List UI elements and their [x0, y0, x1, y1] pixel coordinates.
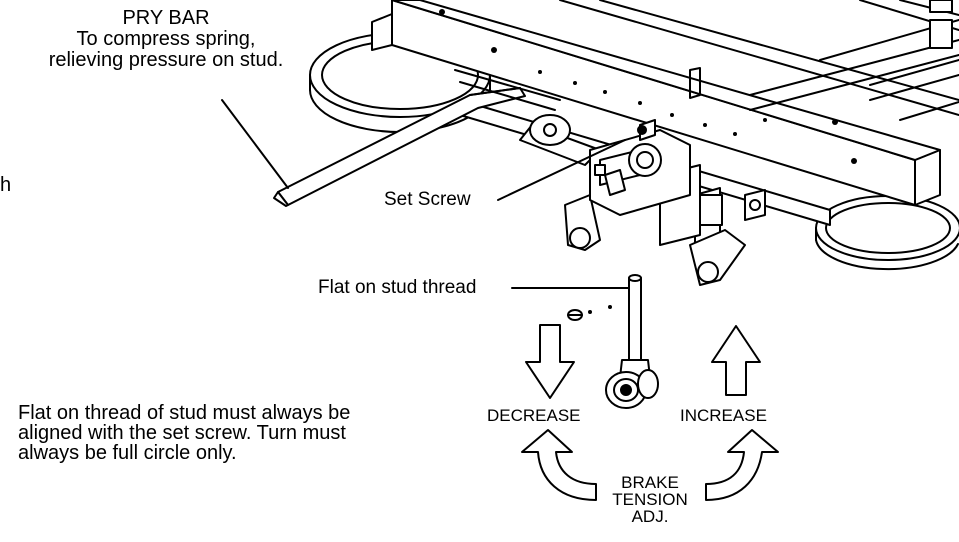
brake-mechanism — [589, 119, 691, 216]
caster-bracket-left — [519, 114, 601, 251]
note-line-3: always be full circle only. — [18, 442, 237, 464]
brake-tension-adj-label: BRAKE TENSION ADJ. — [595, 474, 705, 525]
flat-on-stud-thread-label: Flat on stud thread — [318, 277, 477, 298]
pry-bar-line1: To compress spring, — [76, 28, 256, 50]
rotate-right-arrow-icon — [705, 429, 779, 501]
caster-bracket-right — [689, 189, 766, 286]
right-bumper-ring — [815, 195, 959, 271]
set-screw-part — [567, 305, 612, 321]
set-screw-label: Set Screw — [384, 189, 471, 210]
pry-bar-title: PRY BAR — [122, 7, 210, 29]
rear-frame-rails — [559, 0, 959, 121]
decrease-arrow-icon — [525, 324, 575, 399]
pry-bar — [273, 69, 561, 207]
note-line-2: aligned with the set screw. Turn must — [18, 422, 346, 444]
note-line-1: Flat on thread of stud must always be — [18, 402, 351, 424]
leader-lines — [221, 99, 631, 289]
brake-stud — [605, 274, 659, 409]
brake-line-1: BRAKE — [621, 473, 679, 492]
alignment-note: Flat on thread of stud must always be al… — [18, 403, 350, 463]
decrease-label: DECREASE — [487, 406, 581, 425]
pry-bar-line2: relieving pressure on stud. — [48, 49, 284, 71]
brake-line-3: ADJ. — [631, 507, 669, 526]
edge-letter: h — [0, 174, 12, 196]
rotate-left-arrow-icon — [521, 429, 597, 501]
brake-line-2: TENSION — [612, 490, 688, 509]
pry-bar-callout: PRY BAR To compress spring, relieving pr… — [6, 8, 326, 71]
beam-holes — [439, 9, 857, 164]
increase-label: INCREASE — [680, 406, 767, 425]
increase-arrow-icon — [711, 325, 761, 396]
main-frame-beam — [371, 0, 941, 206]
